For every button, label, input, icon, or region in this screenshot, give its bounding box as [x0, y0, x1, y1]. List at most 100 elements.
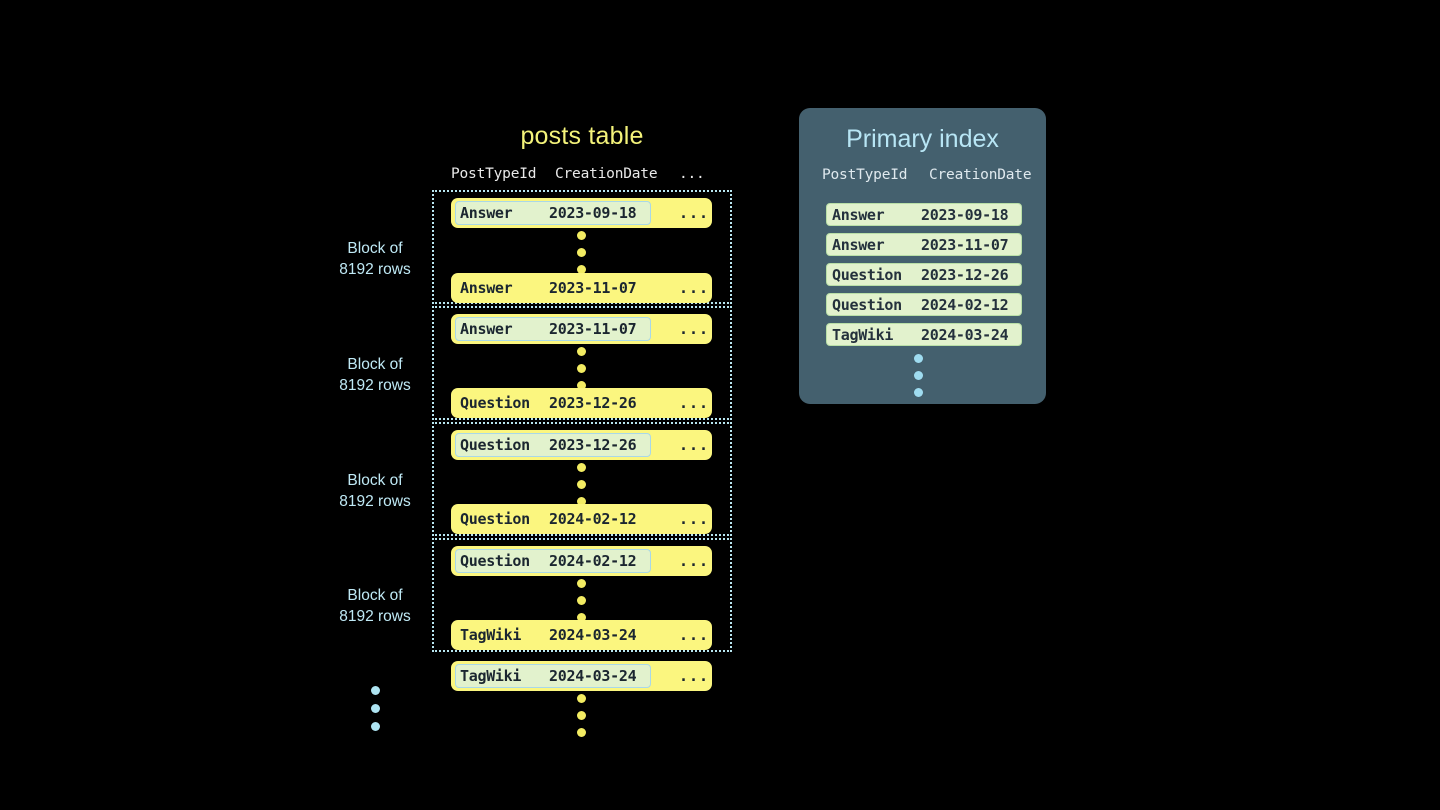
blocks-continuation-dots: [371, 686, 380, 731]
block-label-2: Block of 8192 rows: [300, 354, 450, 396]
dot: [577, 728, 586, 737]
block-label-3: Block of 8192 rows: [300, 470, 450, 512]
cell-creationdate: 2023-11-07: [549, 279, 637, 297]
column-header-creationdate: CreationDate: [929, 167, 1032, 183]
cell-ellipsis: ...: [679, 204, 710, 222]
block-group-2: [432, 306, 732, 420]
cell-creationdate: 2024-02-12: [549, 552, 637, 570]
dot: [577, 231, 586, 240]
dot: [577, 497, 586, 506]
dot: [577, 265, 586, 274]
primary-index-column-headers: PostTypeId CreationDate: [822, 167, 1032, 187]
primary-index-continuation-dots: [914, 354, 923, 397]
cell-posttypeid: Question: [460, 436, 530, 454]
index-key-highlight-box: [455, 201, 651, 225]
block-group-4: [432, 538, 732, 652]
cell-posttypeid: TagWiki: [832, 325, 894, 344]
cell-ellipsis: ...: [679, 667, 710, 685]
cell-ellipsis: ...: [679, 279, 710, 297]
cell-posttypeid: Answer: [460, 204, 513, 222]
posts-table-title: posts table: [520, 122, 644, 150]
cell-ellipsis: ...: [679, 626, 710, 644]
cell-creationdate: 2023-12-26: [549, 436, 637, 454]
table-row: Answer 2023-09-18 ...: [451, 198, 712, 228]
primary-index-panel: Primary index PostTypeId CreationDate An…: [799, 108, 1046, 404]
cell-creationdate: 2024-03-24: [549, 626, 637, 644]
table-row: Answer 2023-11-07 ...: [451, 273, 712, 303]
block-label-line2: 8192 rows: [339, 493, 411, 510]
table-row: Question 2023-12-26 ...: [451, 388, 712, 418]
dot: [371, 704, 380, 713]
index-key-highlight-box: [455, 317, 651, 341]
index-entry-row: Question 2023-12-26: [826, 263, 1022, 286]
dot: [914, 354, 923, 363]
cell-posttypeid: TagWiki: [460, 667, 522, 685]
table-continuation-dots: [577, 694, 586, 737]
block-label-line2: 8192 rows: [339, 377, 411, 394]
block-group-1: [432, 190, 732, 304]
dot: [577, 347, 586, 356]
dot: [914, 388, 923, 397]
cell-creationdate: 2024-02-12: [549, 510, 637, 528]
dot: [577, 579, 586, 588]
cell-creationdate: 2023-09-18: [549, 204, 637, 222]
row-ellipsis-dots: [577, 231, 586, 274]
index-key-highlight-box: [455, 433, 651, 457]
cell-ellipsis: ...: [679, 436, 710, 454]
dot: [577, 711, 586, 720]
index-entry-row: TagWiki 2024-03-24: [826, 323, 1022, 346]
cell-ellipsis: ...: [679, 552, 710, 570]
cell-ellipsis: ...: [679, 510, 710, 528]
index-entry-row: Answer 2023-11-07: [826, 233, 1022, 256]
dot: [577, 480, 586, 489]
index-entry-row: Answer 2023-09-18: [826, 203, 1022, 226]
column-header-posttypeid: PostTypeId: [822, 167, 908, 183]
block-label-1: Block of 8192 rows: [300, 238, 450, 280]
cell-creationdate: 2024-03-24: [921, 325, 1009, 344]
dot: [577, 613, 586, 622]
table-row: Question 2024-02-12 ...: [451, 504, 712, 534]
cell-posttypeid: Answer: [460, 320, 513, 338]
dot: [577, 596, 586, 605]
table-row: TagWiki 2024-03-24 ...: [451, 661, 712, 691]
cell-creationdate: 2023-11-07: [921, 235, 1009, 254]
block-label-line2: 8192 rows: [339, 608, 411, 625]
index-key-highlight-box: [455, 664, 651, 688]
cell-creationdate: 2023-11-07: [549, 320, 637, 338]
posts-table-column-headers: PostTypeId CreationDate ...: [451, 166, 712, 186]
dot: [577, 248, 586, 257]
block-label-4: Block of 8192 rows: [300, 585, 450, 627]
dot: [914, 371, 923, 380]
block-label-line2: 8192 rows: [339, 261, 411, 278]
cell-posttypeid: Question: [832, 265, 902, 284]
column-header-posttypeid: PostTypeId: [451, 166, 537, 182]
cell-posttypeid: Answer: [832, 235, 885, 254]
cell-posttypeid: Question: [460, 510, 530, 528]
cell-creationdate: 2023-09-18: [921, 205, 1009, 224]
block-label-line1: Block of: [347, 240, 403, 257]
primary-index-title: Primary index: [846, 125, 999, 153]
cell-posttypeid: Question: [460, 394, 530, 412]
column-header-ellipsis: ...: [679, 166, 705, 182]
cell-posttypeid: Question: [832, 295, 902, 314]
column-header-creationdate: CreationDate: [555, 166, 658, 182]
block-label-line1: Block of: [347, 587, 403, 604]
table-row: Question 2023-12-26 ...: [451, 430, 712, 460]
row-ellipsis-dots: [577, 463, 586, 506]
cell-posttypeid: Question: [460, 552, 530, 570]
row-ellipsis-dots: [577, 579, 586, 622]
table-row: TagWiki 2024-03-24 ...: [451, 620, 712, 650]
block-group-3: [432, 422, 732, 536]
dot: [371, 722, 380, 731]
index-entry-row: Question 2024-02-12: [826, 293, 1022, 316]
cell-posttypeid: TagWiki: [460, 626, 522, 644]
primary-index-entry-list: Answer 2023-09-18 Answer 2023-11-07 Ques…: [826, 203, 1022, 353]
cell-creationdate: 2023-12-26: [921, 265, 1009, 284]
dot: [577, 364, 586, 373]
block-label-line1: Block of: [347, 356, 403, 373]
block-label-line1: Block of: [347, 472, 403, 489]
cell-creationdate: 2024-02-12: [921, 295, 1009, 314]
table-row: Answer 2023-11-07 ...: [451, 314, 712, 344]
cell-posttypeid: Answer: [460, 279, 513, 297]
